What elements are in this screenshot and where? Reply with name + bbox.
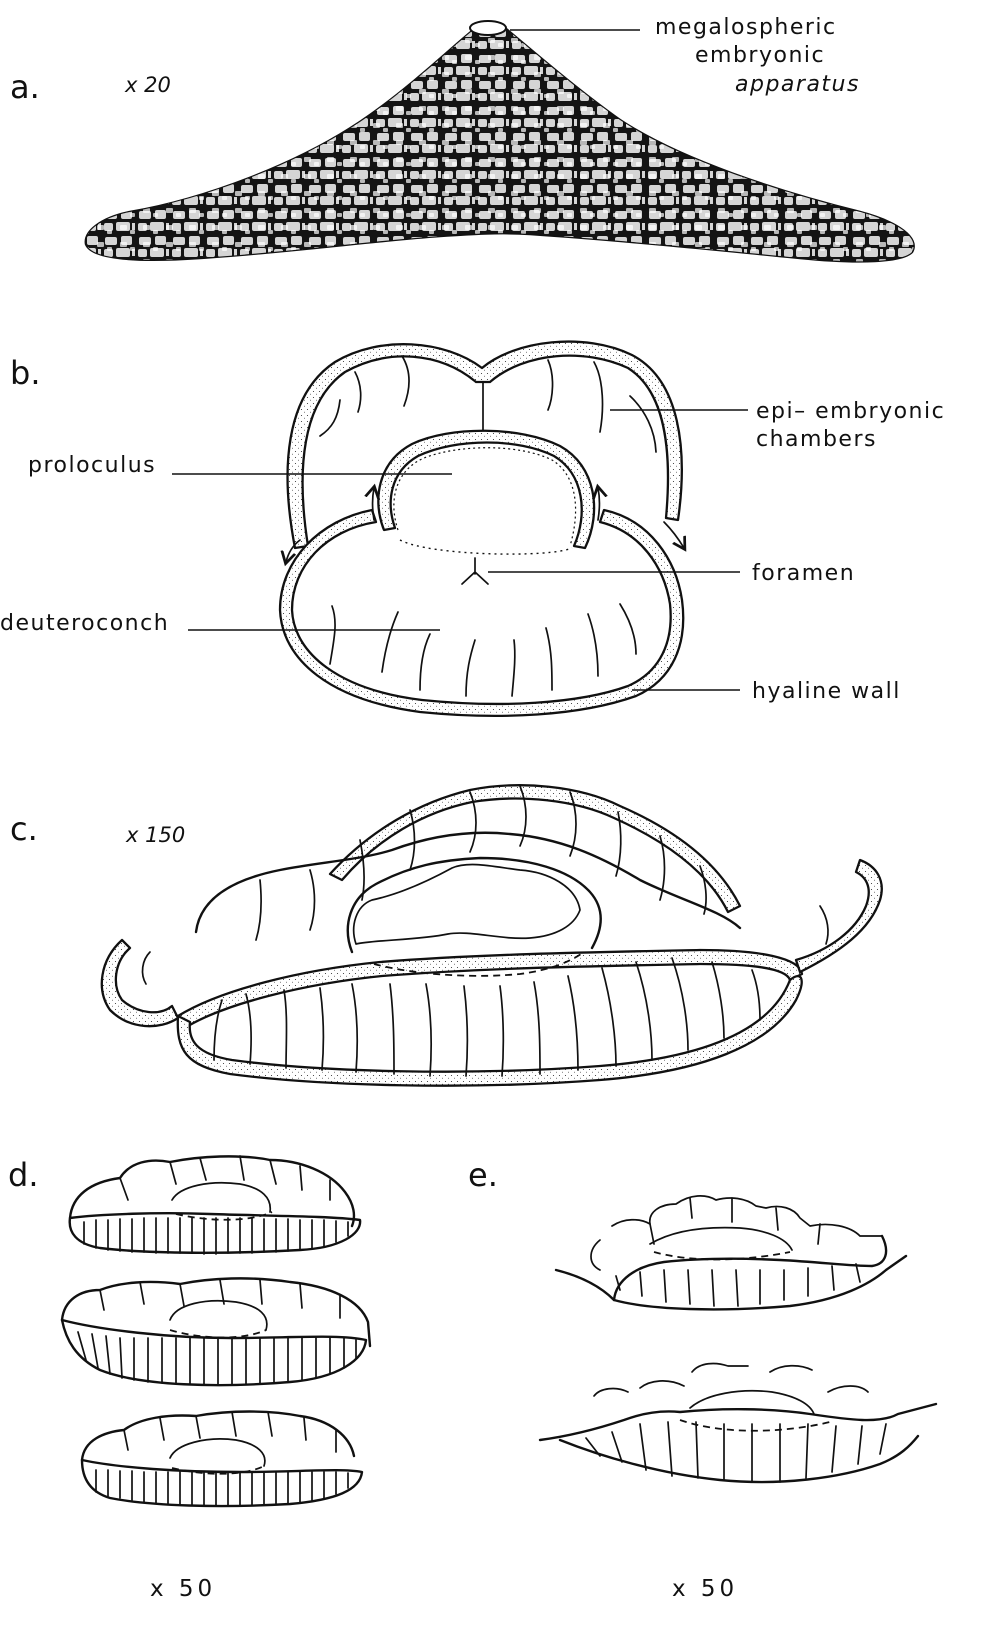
label-megalospheric: megalospheric [655,15,837,40]
label-embryonic: embryonic [695,43,825,68]
deuteroconch-chamber [280,510,683,716]
magnification-c: x 150 [125,823,185,847]
panel-letter-b: b. [10,354,40,392]
label-deuteroconch: deuteroconch [0,611,169,636]
label-foramen: foramen [752,561,855,586]
label-apparatus: apparatus [735,72,860,97]
septal-lines-d3 [96,1470,348,1505]
panel-e: e. x 50 [468,1156,936,1602]
section-d2 [62,1278,370,1385]
section-d1 [70,1156,360,1254]
section-d3 [82,1412,362,1507]
magnification-e: x 50 [672,1576,738,1602]
panel-letter-e: e. [468,1156,498,1194]
panel-d: d. [8,1156,370,1602]
equatorial-section [102,785,882,1085]
panel-a: a. x 20 megalospheric embryonic apparatu… [10,15,914,261]
panel-c: c. x 150 [10,785,882,1085]
section-e1 [556,1196,906,1309]
label-hyaline-wall: hyaline wall [752,679,901,704]
section-e2 [540,1364,936,1483]
panel-b: b. [0,342,945,716]
panel-letter-c: c. [10,810,38,848]
label-epi-embryonic: epi– embryonic [756,399,945,424]
panel-letter-d: d. [8,1156,38,1194]
label-proloculus: proloculus [28,453,156,478]
label-chambers: chambers [756,427,877,452]
embryonic-apparatus [470,21,506,35]
septal-lines-e2 [586,1422,886,1482]
magnification-d: x 50 [150,1576,216,1602]
panel-letter-a: a. [10,68,40,106]
proloculus-chamber [378,431,594,554]
magnification-a: x 20 [124,73,171,97]
flow-arrows [286,488,684,584]
